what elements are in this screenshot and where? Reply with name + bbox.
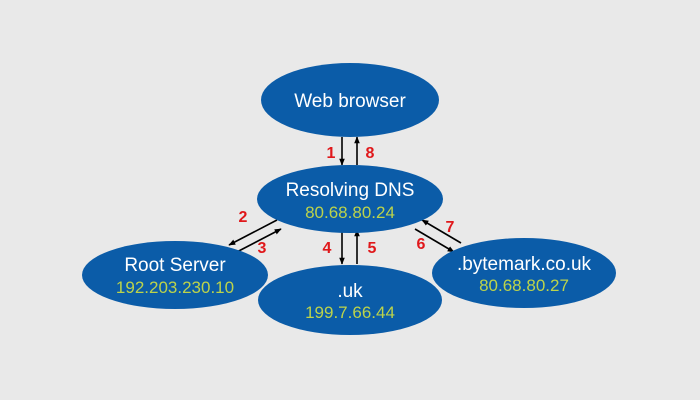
- node-bytemark-ip: 80.68.80.27: [479, 276, 569, 295]
- step-6-label: 6: [417, 236, 426, 253]
- node-root-server-ip: 192.203.230.10: [116, 278, 234, 297]
- node-uk-label: .uk: [337, 281, 363, 302]
- node-resolving-dns-shape: [257, 165, 443, 233]
- node-root-server-shape: [82, 241, 268, 309]
- arrow-step-3: [232, 228, 282, 255]
- step-4-label: 4: [323, 240, 332, 257]
- node-bytemark: .bytemark.co.uk 80.68.80.27: [432, 238, 616, 308]
- node-bytemark-label: .bytemark.co.uk: [457, 254, 592, 275]
- step-3-label: 3: [258, 240, 267, 257]
- node-uk-shape: [258, 265, 442, 335]
- node-root-server-label: Root Server: [124, 255, 226, 276]
- step-2-label: 2: [239, 209, 248, 226]
- node-web-browser-label: Web browser: [294, 91, 406, 112]
- node-bytemark-shape: [432, 238, 616, 308]
- arrow-step-6: [414, 228, 455, 253]
- step-7-label: 7: [446, 219, 455, 236]
- arrow-step-7: [421, 219, 462, 244]
- node-web-browser-shape: [261, 63, 439, 137]
- node-uk-ip: 199.7.66.44: [305, 303, 395, 322]
- step-1-label: 1: [327, 145, 336, 162]
- node-web-browser: Web browser: [261, 63, 439, 137]
- step-8-label: 8: [366, 145, 375, 162]
- node-resolving-dns: Resolving DNS 80.68.80.24: [257, 165, 443, 233]
- node-root-server: Root Server 192.203.230.10: [82, 241, 268, 309]
- step-5-label: 5: [368, 240, 377, 257]
- node-resolving-dns-label: Resolving DNS: [286, 180, 415, 201]
- node-uk: .uk 199.7.66.44: [258, 265, 442, 335]
- arrow-step-2: [228, 219, 278, 246]
- node-resolving-dns-ip: 80.68.80.24: [305, 203, 395, 222]
